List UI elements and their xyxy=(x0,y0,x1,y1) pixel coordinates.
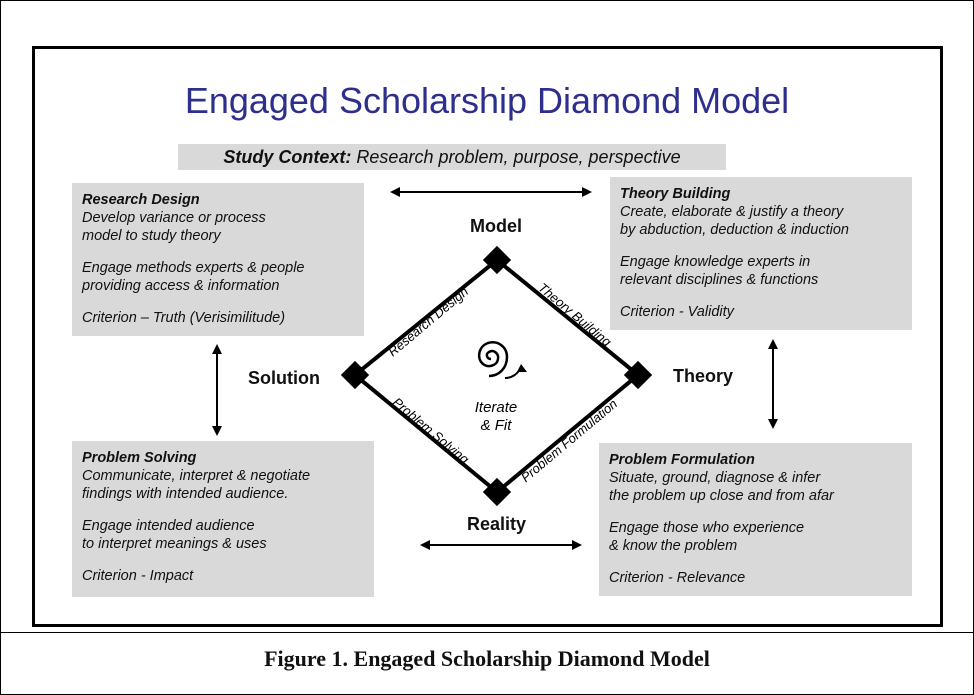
problem-solving-title: Problem Solving xyxy=(82,450,197,466)
theory-building-criterion: Criterion - Validity xyxy=(620,304,734,320)
research-design-engage-1: Engage methods experts & people xyxy=(82,260,305,276)
problem-formulation-engage-1: Engage those who experience xyxy=(609,520,805,536)
diamond-outline xyxy=(351,257,642,495)
problem-formulation-line-2: the problem up close and from afar xyxy=(609,488,834,504)
theory-building-line-2: by abduction, deduction & induction xyxy=(620,222,849,238)
theory-building-engage-1: Engage knowledge experts in xyxy=(620,254,811,270)
research-design-engage-2: providing access & information xyxy=(82,278,280,294)
problem-solving-engage-1: Engage intended audience xyxy=(82,518,255,534)
corner-left xyxy=(340,360,370,390)
spiral-icon xyxy=(477,341,509,378)
study-context-label: Study Context: xyxy=(223,147,352,167)
theory-building-title: Theory Building xyxy=(620,186,731,202)
theory-building-engage-2: relevant disciplines & functions xyxy=(620,272,819,288)
corner-right xyxy=(623,360,653,390)
research-design-line-1: Develop variance or process xyxy=(82,210,266,226)
research-design-box: Research Design Develop variance or proc… xyxy=(72,183,364,336)
problem-solving-line-2: findings with intended audience. xyxy=(82,486,289,502)
research-design-line-2: model to study theory xyxy=(82,228,221,244)
center-label-1: Iterate xyxy=(475,399,518,416)
theory-building-box: Theory Building Create, elaborate & just… xyxy=(610,177,912,330)
study-context-text: Research problem, purpose, perspective xyxy=(356,147,681,167)
node-theory-label: Theory xyxy=(673,366,734,386)
research-design-title: Research Design xyxy=(82,192,200,208)
diagram-frame xyxy=(32,46,943,627)
problem-solving-criterion: Criterion - Impact xyxy=(82,568,194,584)
problem-formulation-criterion: Criterion - Relevance xyxy=(609,570,746,586)
node-model-label: Model xyxy=(470,216,522,236)
center-label-2: & Fit xyxy=(481,417,513,434)
problem-formulation-box: Problem Formulation Situate, ground, dia… xyxy=(599,443,912,596)
diagram-title: Engaged Scholarship Diamond Model xyxy=(184,80,790,121)
corner-bottom xyxy=(482,477,512,507)
node-solution-label: Solution xyxy=(248,368,320,388)
figure-caption: Figure 1. Engaged Scholarship Diamond Mo… xyxy=(264,646,710,671)
problem-formulation-line-1: Situate, ground, diagnose & infer xyxy=(609,470,821,486)
problem-formulation-title: Problem Formulation xyxy=(609,452,755,468)
research-design-criterion: Criterion – Truth (Verisimilitude) xyxy=(82,310,286,326)
theory-building-line-1: Create, elaborate & justify a theory xyxy=(620,204,844,220)
problem-solving-engage-2: to interpret meanings & uses xyxy=(82,536,267,552)
problem-solving-line-1: Communicate, interpret & negotiate xyxy=(82,468,311,484)
caption-divider xyxy=(0,632,974,633)
problem-solving-box: Problem Solving Communicate, interpret &… xyxy=(72,441,374,597)
node-reality-label: Reality xyxy=(467,514,527,534)
study-context: Study Context: Research problem, purpose… xyxy=(178,144,726,170)
problem-formulation-engage-2: & know the problem xyxy=(609,538,738,554)
